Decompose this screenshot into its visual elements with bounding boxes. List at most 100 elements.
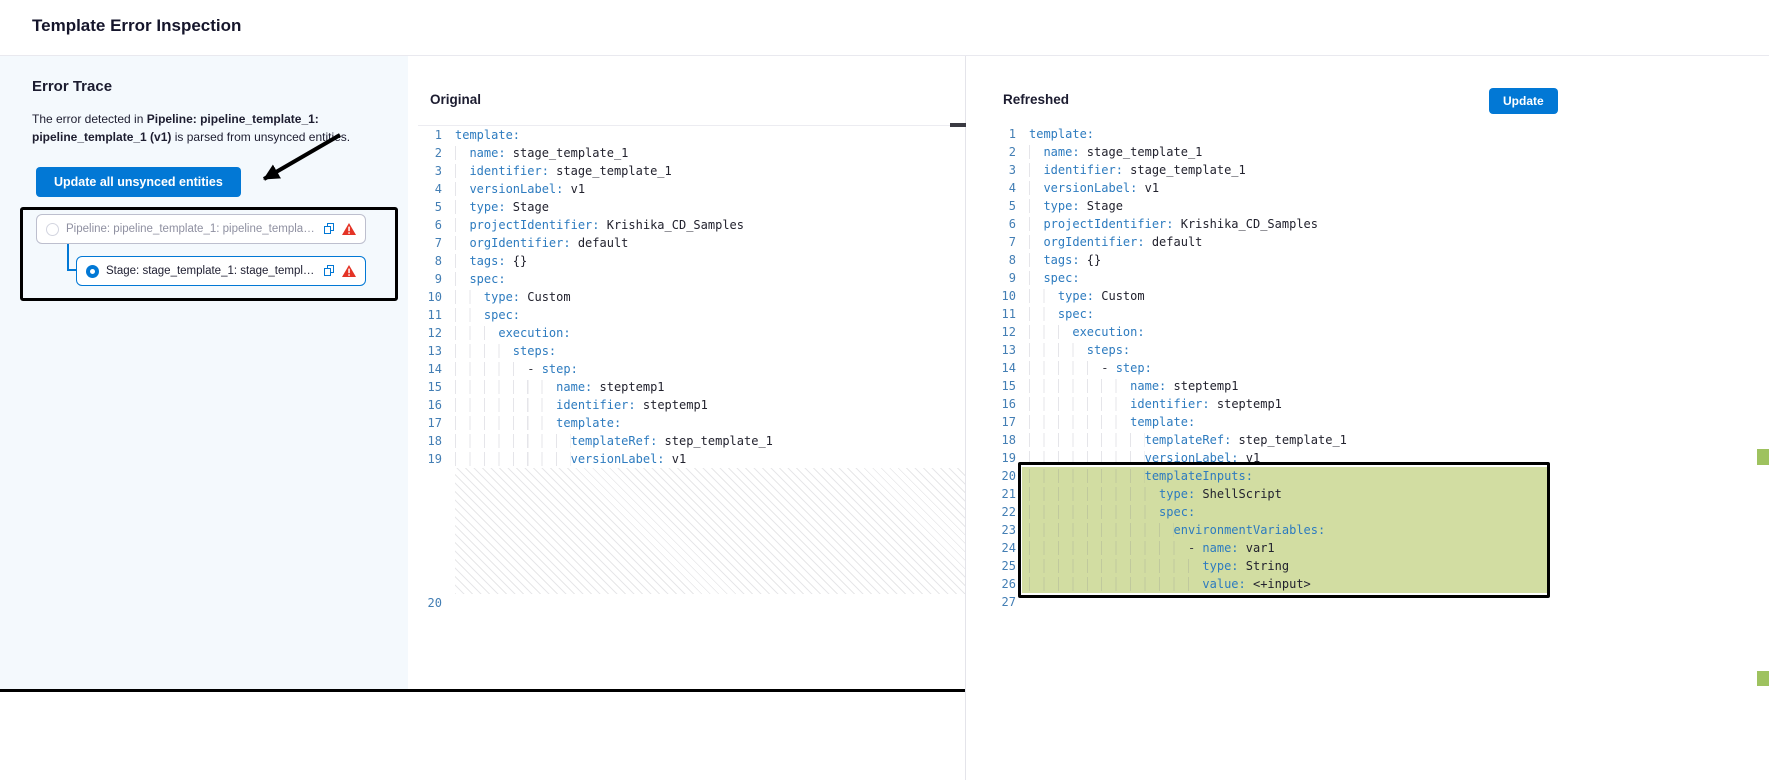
line-number: 5 bbox=[992, 197, 1022, 215]
code-line: 3 identifier: stage_template_1 bbox=[992, 161, 1752, 179]
error-trace-description: The error detected in Pipeline: pipeline… bbox=[32, 110, 362, 146]
line-number: 15 bbox=[418, 378, 448, 396]
line-number: 22 bbox=[992, 503, 1022, 521]
code-line: 2 name: stage_template_1 bbox=[418, 144, 966, 162]
code-line: 11 spec: bbox=[992, 305, 1752, 323]
radio-selected-icon[interactable] bbox=[86, 265, 99, 278]
added-lines-ruler-marker bbox=[1757, 671, 1769, 686]
line-number: 17 bbox=[418, 414, 448, 432]
line-number: 21 bbox=[992, 485, 1022, 503]
line-number: 6 bbox=[418, 216, 448, 234]
line-number: 19 bbox=[992, 449, 1022, 467]
line-number: 1 bbox=[992, 125, 1022, 143]
code-line: 27 bbox=[992, 593, 1752, 611]
line-number: 24 bbox=[992, 539, 1022, 557]
code-line: 16 identifier: steptemp1 bbox=[418, 396, 966, 414]
refreshed-panel-title: Refreshed bbox=[1003, 92, 1069, 107]
code-line: 12 execution: bbox=[418, 324, 966, 342]
page-header: Template Error Inspection bbox=[0, 0, 1769, 56]
copy-icon[interactable] bbox=[324, 265, 335, 277]
line-number: 1 bbox=[418, 126, 448, 144]
code-line: 10 type: Custom bbox=[992, 287, 1752, 305]
code-line: 24 - name: var1 bbox=[992, 539, 1752, 557]
code-line: 3 identifier: stage_template_1 bbox=[418, 162, 966, 180]
line-number: 6 bbox=[992, 215, 1022, 233]
code-line: 9 spec: bbox=[992, 269, 1752, 287]
refreshed-code-lines: 1template:2 name: stage_template_13 iden… bbox=[992, 125, 1752, 611]
code-line: 14 - step: bbox=[992, 359, 1752, 377]
description-prefix: The error detected in bbox=[32, 112, 147, 126]
entity-label: Pipeline: pipeline_template_1: pipeline_… bbox=[66, 223, 317, 235]
update-button[interactable]: Update bbox=[1489, 88, 1558, 114]
code-line: 25 type: String bbox=[992, 557, 1752, 575]
code-line: 11 spec: bbox=[418, 306, 966, 324]
line-number: 5 bbox=[418, 198, 448, 216]
line-number: 8 bbox=[418, 252, 448, 270]
code-line: 5 type: Stage bbox=[992, 197, 1752, 215]
bottom-border-line bbox=[0, 689, 966, 692]
code-line: 22 spec: bbox=[992, 503, 1752, 521]
error-warning-icon bbox=[342, 223, 356, 235]
line-number: 2 bbox=[418, 144, 448, 162]
line-number: 16 bbox=[992, 395, 1022, 413]
line-number: 12 bbox=[418, 324, 448, 342]
tree-connector-vertical bbox=[67, 244, 69, 271]
line-number: 11 bbox=[992, 305, 1022, 323]
description-suffix: is parsed from unsynced entities. bbox=[171, 130, 350, 144]
code-line: 12 execution: bbox=[992, 323, 1752, 341]
error-warning-icon bbox=[342, 265, 356, 277]
line-number: 13 bbox=[992, 341, 1022, 359]
code-line: 2 name: stage_template_1 bbox=[992, 143, 1752, 161]
code-line: 23 environmentVariables: bbox=[992, 521, 1752, 539]
code-line: 14 - step: bbox=[418, 360, 966, 378]
error-trace-heading: Error Trace bbox=[32, 78, 112, 95]
line-number: 9 bbox=[992, 269, 1022, 287]
line-number: 26 bbox=[992, 575, 1022, 593]
line-number: 10 bbox=[418, 288, 448, 306]
original-last-line: 20 bbox=[418, 594, 966, 612]
code-line: 4 versionLabel: v1 bbox=[992, 179, 1752, 197]
refreshed-yaml-editor[interactable]: 1template:2 name: stage_template_13 iden… bbox=[992, 125, 1752, 611]
added-lines-ruler-marker bbox=[1757, 449, 1769, 465]
line-number: 27 bbox=[992, 593, 1022, 611]
code-line: 18 templateRef: step_template_1 bbox=[418, 432, 966, 450]
code-line: 21 type: ShellScript bbox=[992, 485, 1752, 503]
line-number: 18 bbox=[992, 431, 1022, 449]
code-line: 18 templateRef: step_template_1 bbox=[992, 431, 1752, 449]
line-number: 18 bbox=[418, 432, 448, 450]
line-number: 16 bbox=[418, 396, 448, 414]
entity-item-pipeline[interactable]: Pipeline: pipeline_template_1: pipeline_… bbox=[36, 214, 366, 244]
code-line: 1template: bbox=[418, 126, 966, 144]
line-number: 3 bbox=[992, 161, 1022, 179]
line-number: 25 bbox=[992, 557, 1022, 575]
collapsed-diff-region bbox=[455, 468, 965, 594]
line-number: 7 bbox=[418, 234, 448, 252]
original-yaml-editor[interactable]: 1template:2 name: stage_template_13 iden… bbox=[418, 125, 966, 612]
line-number: 23 bbox=[992, 521, 1022, 539]
radio-unselected-icon[interactable] bbox=[46, 223, 59, 236]
line-number: 4 bbox=[418, 180, 448, 198]
line-number: 17 bbox=[992, 413, 1022, 431]
line-number: 2 bbox=[992, 143, 1022, 161]
code-line: 19 versionLabel: v1 bbox=[418, 450, 966, 468]
code-line: 17 template: bbox=[418, 414, 966, 432]
copy-icon[interactable] bbox=[324, 223, 335, 235]
code-line: 4 versionLabel: v1 bbox=[418, 180, 966, 198]
line-number: 13 bbox=[418, 342, 448, 360]
diff-overview-ruler[interactable] bbox=[1757, 56, 1769, 780]
update-all-unsynced-entities-button[interactable]: Update all unsynced entities bbox=[36, 167, 241, 197]
code-line: 8 tags: {} bbox=[418, 252, 966, 270]
code-line: 5 type: Stage bbox=[418, 198, 966, 216]
entity-item-stage[interactable]: Stage: stage_template_1: stage_templat..… bbox=[76, 256, 366, 286]
page-title: Template Error Inspection bbox=[32, 16, 241, 36]
code-line: 20 bbox=[418, 594, 966, 612]
line-number: 15 bbox=[992, 377, 1022, 395]
line-number: 20 bbox=[418, 594, 448, 612]
line-number: 7 bbox=[992, 233, 1022, 251]
line-number: 10 bbox=[992, 287, 1022, 305]
code-line: 1template: bbox=[992, 125, 1752, 143]
code-line: 13 steps: bbox=[992, 341, 1752, 359]
line-number: 20 bbox=[992, 467, 1022, 485]
entity-label: Stage: stage_template_1: stage_templat..… bbox=[106, 265, 317, 277]
error-trace-panel: Error Trace The error detected in Pipeli… bbox=[0, 56, 408, 689]
